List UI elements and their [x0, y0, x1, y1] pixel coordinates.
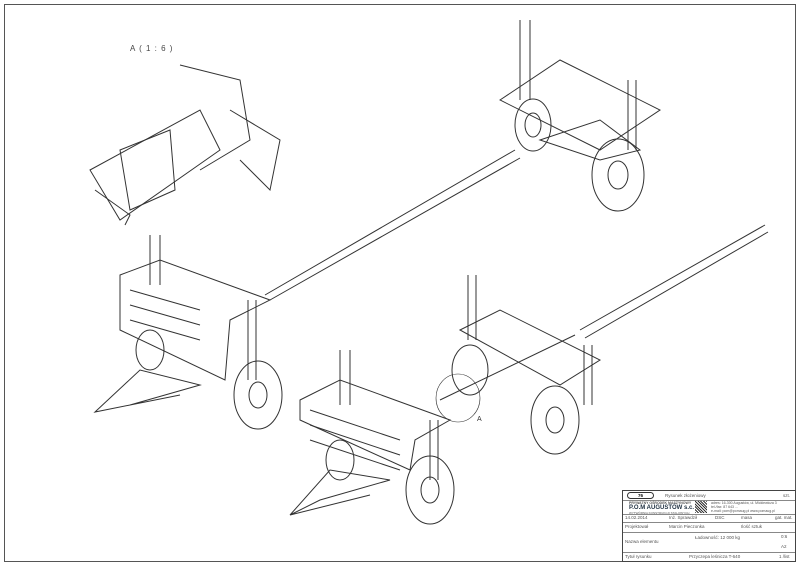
- section-mark: A: [477, 416, 482, 423]
- element-name: Ładowność: 12 000 kg: [695, 535, 741, 540]
- sheet-number: 76: [627, 492, 655, 499]
- date: 14.02.2014: [625, 515, 648, 520]
- detail-view-label: A ( 1 : 6 ): [130, 44, 174, 53]
- company-name: P.O.M AUGUSTÓW s.c.: [629, 505, 695, 511]
- phone: tel./fax: 87 643 ...: [711, 505, 738, 509]
- count-label: Ilość sztuk: [741, 524, 763, 529]
- sheet-count: 1 /list: [779, 554, 790, 559]
- scale: 0:6: [781, 534, 788, 539]
- front-bogie-left: [93, 235, 283, 430]
- company-line2: WYTWÓRNIA KONSTRUKCJI STALOWYCH: [629, 511, 690, 515]
- format: A2: [781, 544, 787, 549]
- drawing-title: Przyczepa leśnicza T-640: [689, 554, 741, 559]
- designer: Marcin Pieczonka: [669, 524, 705, 529]
- detail-view-a: [89, 64, 281, 226]
- title-block: 76 Rysunek złożeniowy szt. PRYWATNY OŚRO…: [622, 490, 796, 562]
- material-label: gat. mat.: [775, 515, 793, 520]
- drawing-type: Rysunek złożeniowy: [665, 493, 706, 498]
- dsc: DSC: [715, 515, 725, 520]
- drawing-frame: [4, 4, 796, 562]
- drawbar-top: [264, 149, 521, 301]
- qty-label: szt.: [783, 493, 791, 498]
- qr-code-icon: [695, 501, 707, 513]
- bottom-trailer: [289, 224, 769, 525]
- email: e-mail: pom@pomaug.pl www.pomaug.pl: [711, 509, 775, 513]
- mass-label: masa: [741, 515, 753, 520]
- author-role: Inż. Sprawdził: [669, 515, 698, 520]
- element-label: Nazwa elementu: [625, 539, 659, 544]
- company-line1: PRYWATNY OŚRODEK MASZYNOWY: [629, 501, 692, 505]
- address: adres: 16-300 Augustów, ul. Mickiewicza …: [711, 501, 777, 505]
- rear-bogie-top: [499, 20, 661, 212]
- designed-label: Projektował: [625, 524, 649, 529]
- title-label: Tytuł rysunku: [625, 554, 652, 559]
